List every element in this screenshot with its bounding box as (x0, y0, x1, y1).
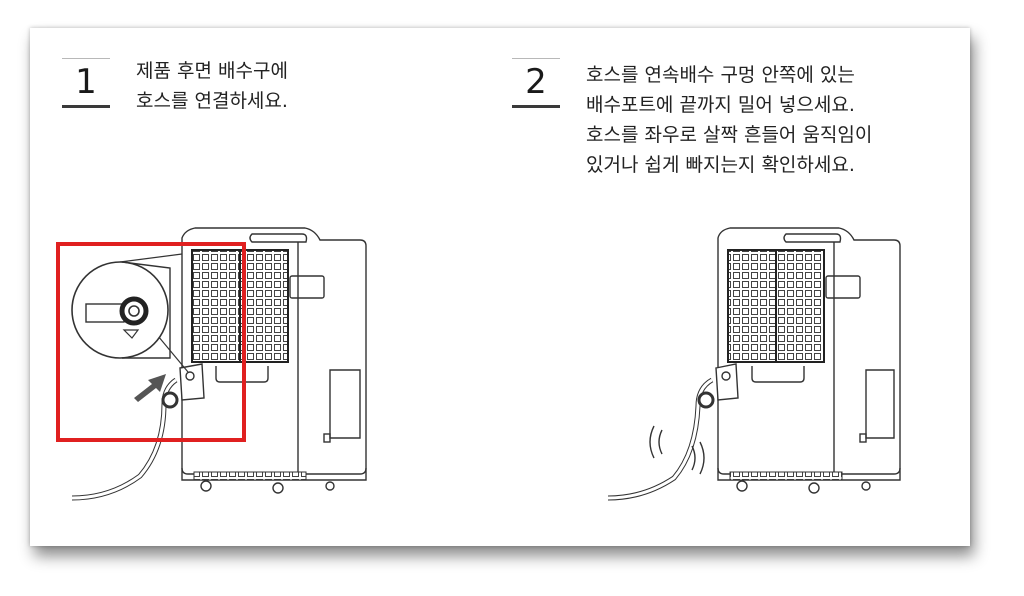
step-1-number-bottom-rule (62, 105, 110, 108)
step-1-number-top-rule (62, 58, 110, 59)
step-2-line-3: 호스를 좌우로 살짝 흔들어 움직임이 (586, 124, 873, 146)
illustrations (56, 227, 901, 501)
step-2-instructions: 호스를 연속배수 구멍 안쪽에 있는 배수포트에 끝까지 밀어 넣으세요. 호스… (586, 60, 872, 180)
instruction-sheet: 1 제품 후면 배수구에 호스를 연결하세요. 2 호스를 연속배수 구멍 안쪽… (30, 28, 970, 546)
step-2-number-bottom-rule (512, 105, 560, 108)
step-2-number: 2 (525, 62, 547, 102)
arrow-icon (134, 374, 166, 402)
magnifier-callout (71, 253, 189, 373)
step-2-line-4: 있거나 쉽게 빠지는지 확인하세요. (586, 154, 855, 176)
highlight-box (56, 242, 246, 442)
step-1-number: 1 (75, 62, 97, 102)
dehumidifier-2-illustration (607, 227, 901, 501)
dehumidifier-1-illustration (71, 227, 367, 501)
step-1-line-2: 호스를 연결하세요. (136, 90, 288, 112)
step-1-instructions: 제품 후면 배수구에 호스를 연결하세요. (136, 56, 288, 116)
step-2-number-top-rule (512, 58, 560, 59)
step-2-line-1: 호스를 연속배수 구멍 안쪽에 있는 (586, 64, 855, 86)
step-1-line-1: 제품 후면 배수구에 (136, 60, 288, 82)
shake-motion-icon (649, 425, 705, 475)
step-2-line-2: 배수포트에 끝까지 밀어 넣으세요. (586, 94, 855, 116)
